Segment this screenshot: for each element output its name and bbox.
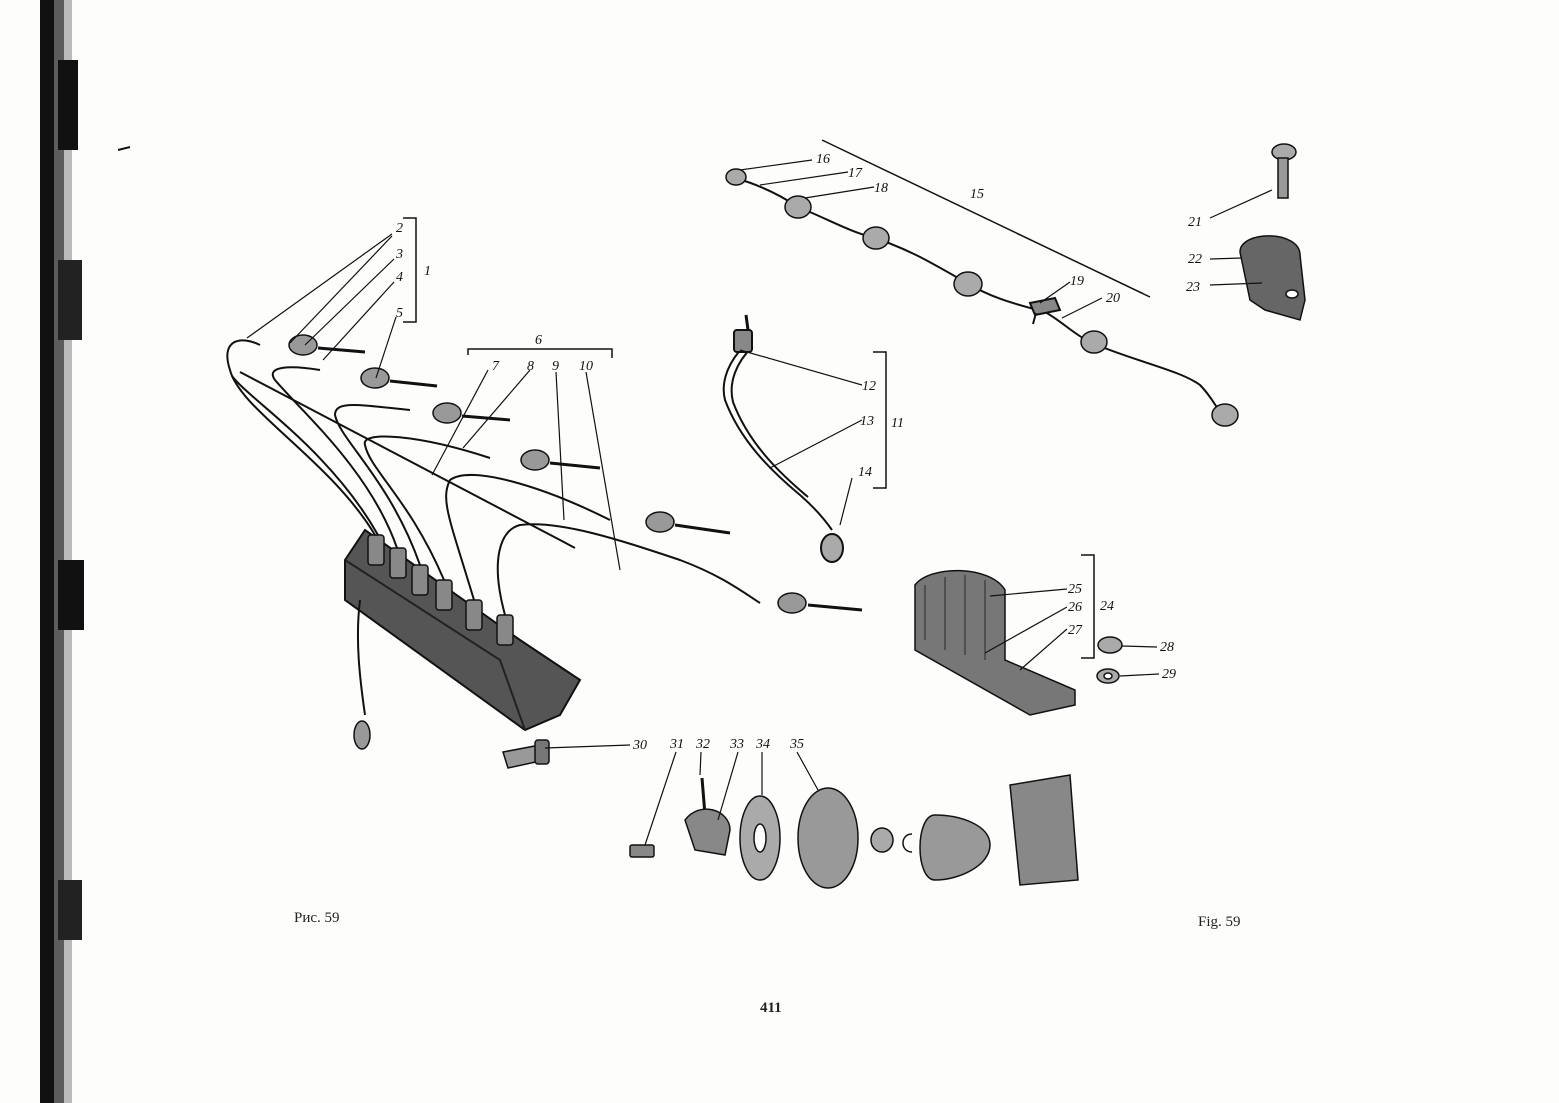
label-21: 21 bbox=[1188, 215, 1202, 230]
label-15: 15 bbox=[970, 187, 984, 202]
label-17: 17 bbox=[848, 166, 863, 181]
label-2: 2 bbox=[396, 221, 403, 236]
leak-off-pipe bbox=[722, 314, 844, 563]
scan-binding-edge bbox=[40, 0, 84, 1103]
label-26: 26 bbox=[1068, 600, 1082, 615]
label-3: 3 bbox=[395, 247, 403, 262]
return-pipe-assembly bbox=[725, 168, 1239, 427]
stray-mark bbox=[117, 146, 131, 151]
label-8: 8 bbox=[527, 359, 534, 374]
label-30: 30 bbox=[632, 738, 647, 753]
label-14: 14 bbox=[858, 465, 872, 480]
label-25: 25 bbox=[1068, 582, 1082, 597]
label-13: 13 bbox=[860, 414, 874, 429]
label-27: 27 bbox=[1068, 623, 1083, 638]
label-10: 10 bbox=[579, 359, 593, 374]
label-19: 19 bbox=[1070, 274, 1084, 289]
label-4: 4 bbox=[396, 270, 403, 285]
label-24: 24 bbox=[1100, 599, 1114, 614]
label-16: 16 bbox=[816, 152, 830, 167]
label-31: 31 bbox=[669, 737, 684, 752]
pipe-assembly bbox=[226, 334, 863, 750]
leader-lines bbox=[246, 159, 1273, 846]
label-11: 11 bbox=[891, 416, 904, 431]
label-6: 6 bbox=[535, 333, 542, 348]
part-number-labels: 2 3 4 1 5 6 7 8 9 10 11 12 13 14 15 16 1… bbox=[395, 152, 1202, 753]
nut-washer bbox=[1096, 636, 1123, 684]
label-33: 33 bbox=[729, 737, 744, 752]
label-34: 34 bbox=[755, 737, 770, 752]
page-number: 411 bbox=[760, 1000, 782, 1016]
label-1: 1 bbox=[424, 264, 431, 279]
label-12: 12 bbox=[862, 379, 876, 394]
label-28: 28 bbox=[1160, 640, 1174, 655]
label-9: 9 bbox=[552, 359, 559, 374]
group-brackets bbox=[403, 139, 1151, 659]
label-29: 29 bbox=[1162, 667, 1176, 682]
label-7: 7 bbox=[492, 359, 500, 374]
label-22: 22 bbox=[1188, 252, 1202, 267]
label-5: 5 bbox=[396, 306, 403, 321]
drive-coupling-parts bbox=[502, 739, 1079, 889]
bolt-and-clip bbox=[1239, 143, 1306, 321]
label-32: 32 bbox=[695, 737, 710, 752]
figure-caption-ru: Рис. 59 bbox=[294, 910, 340, 926]
label-35: 35 bbox=[789, 737, 804, 752]
cover-plate bbox=[914, 569, 1076, 716]
label-20: 20 bbox=[1106, 291, 1120, 306]
label-18: 18 bbox=[874, 181, 888, 196]
label-23: 23 bbox=[1186, 280, 1200, 295]
figure-caption-en: Fig. 59 bbox=[1198, 914, 1241, 930]
